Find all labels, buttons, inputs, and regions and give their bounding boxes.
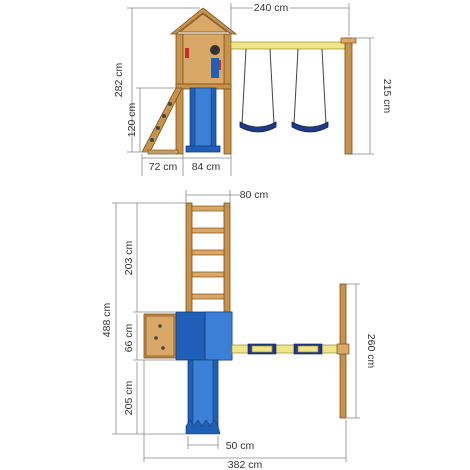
dim-front-height-total: 282 cm (113, 63, 125, 98)
swing-seat-1 (239, 121, 277, 133)
dim-top-length-ladder: 203 cm (123, 241, 135, 276)
dim-top-length-swing: 260 cm (365, 334, 377, 369)
ladder-rail-left (185, 202, 193, 314)
steering-wheel (210, 45, 220, 55)
tower-roof-panel (178, 13, 229, 33)
top-view-dimensions: 80 cm 488 cm 203 cm 66 cm 205 cm 260 cm … (101, 189, 377, 470)
dim-front-width-swing: 240 cm (254, 2, 289, 14)
dim-front-width-climb: 72 cm (149, 161, 178, 173)
dim-front-width-tower: 84 cm (192, 161, 221, 173)
top-slide-exit (185, 419, 221, 435)
swing-beam (230, 41, 350, 50)
swing-seat-2 (291, 121, 329, 133)
dim-top-length-total: 488 cm (101, 303, 113, 338)
ladder-rungs (191, 205, 225, 300)
dim-top-length-tower: 66 cm (123, 323, 135, 352)
dim-top-length-slide: 205 cm (123, 381, 135, 416)
dim-top-width-ladder: 80 cm (240, 189, 269, 201)
top-view-drawing (143, 202, 350, 435)
dim-front-height-platform: 120 cm (126, 103, 138, 138)
tower-window (211, 58, 219, 78)
swing-post (344, 37, 353, 155)
grip-handle-left (185, 48, 189, 58)
front-view-drawing (141, 7, 357, 155)
dim-front-height-beam: 215 cm (381, 79, 393, 114)
front-view-dimensions: 240 cm 282 cm 120 cm 215 cm 72 cm 84 cm (113, 0, 393, 176)
dim-top-width-slide: 50 cm (226, 440, 255, 452)
dim-top-width-total: 382 cm (228, 459, 263, 470)
ladder-rail-right (223, 202, 231, 314)
tower-post-right (223, 33, 232, 155)
